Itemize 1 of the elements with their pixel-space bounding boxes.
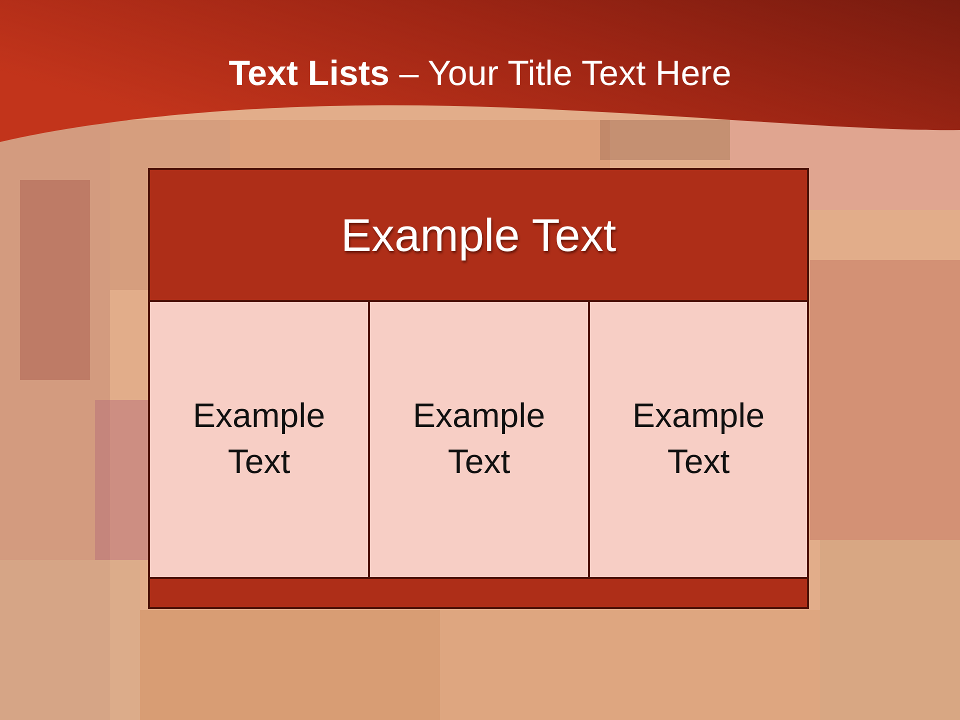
slide-title: Text Lists – Your Title Text Here (228, 54, 732, 93)
